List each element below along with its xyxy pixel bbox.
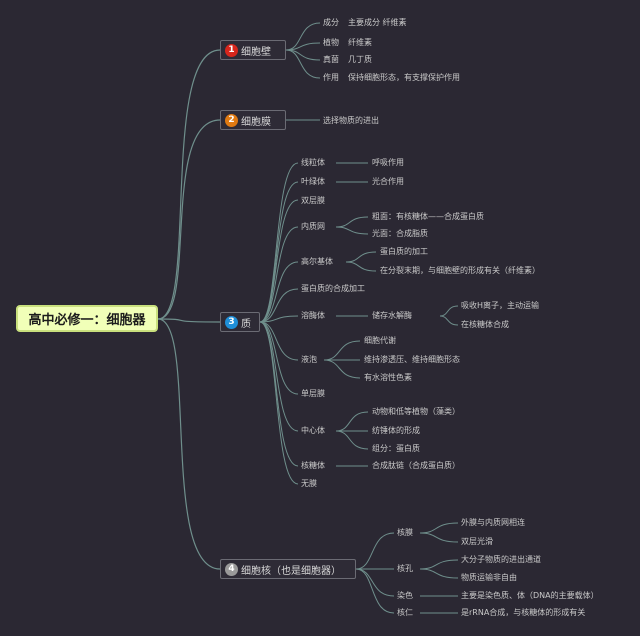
number-2-icon: 2 — [225, 113, 238, 127]
number-4-icon: 4 — [225, 562, 238, 576]
leaf-text: 纺锤体的形成 — [372, 426, 420, 435]
leaf-text: 在核糖体合成 — [461, 320, 509, 329]
leaf-text: 吸收H离子，主动运输 — [461, 301, 540, 310]
category-label: 双层膜 — [301, 196, 325, 205]
connector-line — [259, 199, 299, 323]
leaf-text: 几丁质 — [348, 55, 372, 64]
organelle-label: 核孔 — [397, 564, 413, 573]
organelle-label: 内质网 — [301, 222, 325, 231]
organelle-label: 线粒体 — [301, 158, 325, 167]
leaf-text: 粗面：有核糖体——合成蛋白质 — [372, 212, 484, 221]
leaf-text: 是rRNA合成，与核糖体的形成有关 — [461, 608, 586, 617]
connector-line — [355, 568, 395, 597]
connector-line — [439, 305, 459, 317]
leaf-text: 在分裂末期，与细胞壁的形成有关（纤维素） — [380, 266, 540, 275]
connector-line — [259, 226, 299, 323]
root-branch-line — [157, 119, 221, 320]
connector-line — [259, 321, 299, 395]
branch-label: 细胞膜 — [241, 116, 271, 128]
leaf-key: 植物 — [323, 38, 339, 47]
branch-label: 细胞核（也是细胞器） — [241, 565, 341, 577]
connector-line — [345, 251, 377, 263]
branch-label: 质 — [241, 318, 251, 330]
category-label: 单层膜 — [301, 389, 325, 398]
category-label: 无膜 — [301, 479, 317, 488]
connector-line — [335, 411, 369, 432]
leaf-key: 作用 — [323, 73, 339, 82]
connector-line — [335, 430, 369, 450]
leaf-text: 光合作用 — [372, 177, 404, 186]
organelle-label: 高尔基体 — [301, 257, 333, 266]
leaf-text: 合成肽链（合成蛋白质） — [372, 461, 460, 470]
connector-line — [335, 226, 369, 235]
leaf-text: 组分：蛋白质 — [372, 444, 420, 453]
leaf-text: 外膜与内质网相连 — [461, 518, 525, 527]
connector-line — [259, 321, 299, 361]
leaf-text: 保持细胞形态，有支撑保护作用 — [348, 73, 460, 82]
leaf-text: 大分子物质的进出通道 — [461, 555, 541, 564]
connector-line — [439, 315, 459, 326]
leaf-text: 储存水解酶 — [372, 311, 412, 320]
organelle-label: 叶绿体 — [301, 177, 325, 186]
branch-cytoplasm[interactable]: 3 质 — [220, 312, 260, 332]
organelle-label: 核膜 — [397, 528, 413, 537]
leaf-text: 双层光滑 — [461, 537, 493, 546]
leaf-text: 维持渗透压、维持细胞形态 — [364, 355, 460, 364]
connector-line — [259, 321, 299, 485]
connector-line — [259, 162, 299, 323]
leaf-text: 纤维素 — [348, 38, 372, 47]
connector-line — [419, 532, 459, 543]
leaf-text: 动物和低等植物（藻类） — [372, 407, 460, 416]
connector-line — [259, 261, 299, 323]
root-label: 高中必修一：细胞器 — [28, 313, 146, 328]
connector-line — [285, 22, 321, 51]
branch-label: 细胞壁 — [241, 46, 271, 58]
number-1-icon: 1 — [225, 43, 238, 57]
connector-line — [259, 181, 299, 323]
connector-line — [259, 288, 299, 323]
root-branch-line — [157, 318, 221, 323]
leaf-text: 主要成分 纤维素 — [348, 18, 407, 27]
organelle-label: 核仁 — [397, 608, 413, 617]
leaf-key: 成分 — [323, 18, 339, 27]
organelle-label: 核糖体 — [301, 461, 325, 470]
leaf-text: 细胞代谢 — [364, 336, 396, 345]
category-label: 蛋白质的合成加工 — [301, 284, 365, 293]
leaf-text: 有水溶性色素 — [364, 373, 412, 382]
root-node[interactable]: 高中必修一：细胞器 — [16, 305, 158, 332]
organelle-label: 中心体 — [301, 426, 325, 435]
leaf-text: 光面：合成脂质 — [372, 229, 428, 238]
root-branch-line — [157, 318, 221, 570]
connector-line — [323, 340, 361, 361]
connector-line — [285, 49, 321, 79]
leaf-text: 呼吸作用 — [372, 158, 404, 167]
connector-line — [335, 216, 369, 228]
leaf-text: 选择物质的进出 — [323, 116, 379, 125]
branch-nucleus[interactable]: 4 细胞核（也是细胞器） — [220, 559, 356, 579]
connector-line — [419, 522, 459, 534]
connector-line — [355, 568, 395, 614]
leaf-key: 真菌 — [323, 55, 339, 64]
connector-line — [259, 321, 299, 467]
connector-line — [323, 359, 361, 379]
branch-cell-wall[interactable]: 1 细胞壁 — [220, 40, 286, 60]
organelle-label: 液泡 — [301, 355, 317, 364]
leaf-text: 物质运输非自由 — [461, 573, 517, 582]
connector-line — [259, 315, 299, 323]
organelle-label: 染色 — [397, 591, 413, 600]
connector-line — [419, 568, 459, 579]
branch-cell-membrane[interactable]: 2 细胞膜 — [220, 110, 286, 130]
root-branch-line — [157, 49, 221, 320]
connector-line — [345, 261, 377, 272]
organelle-label: 溶酶体 — [301, 311, 325, 320]
leaf-text: 主要是染色质、体（DNA的主要载体） — [461, 591, 599, 600]
connector-line — [355, 532, 395, 570]
leaf-text: 蛋白质的加工 — [380, 247, 428, 256]
connector-line — [419, 559, 459, 570]
number-3-icon: 3 — [225, 315, 238, 329]
